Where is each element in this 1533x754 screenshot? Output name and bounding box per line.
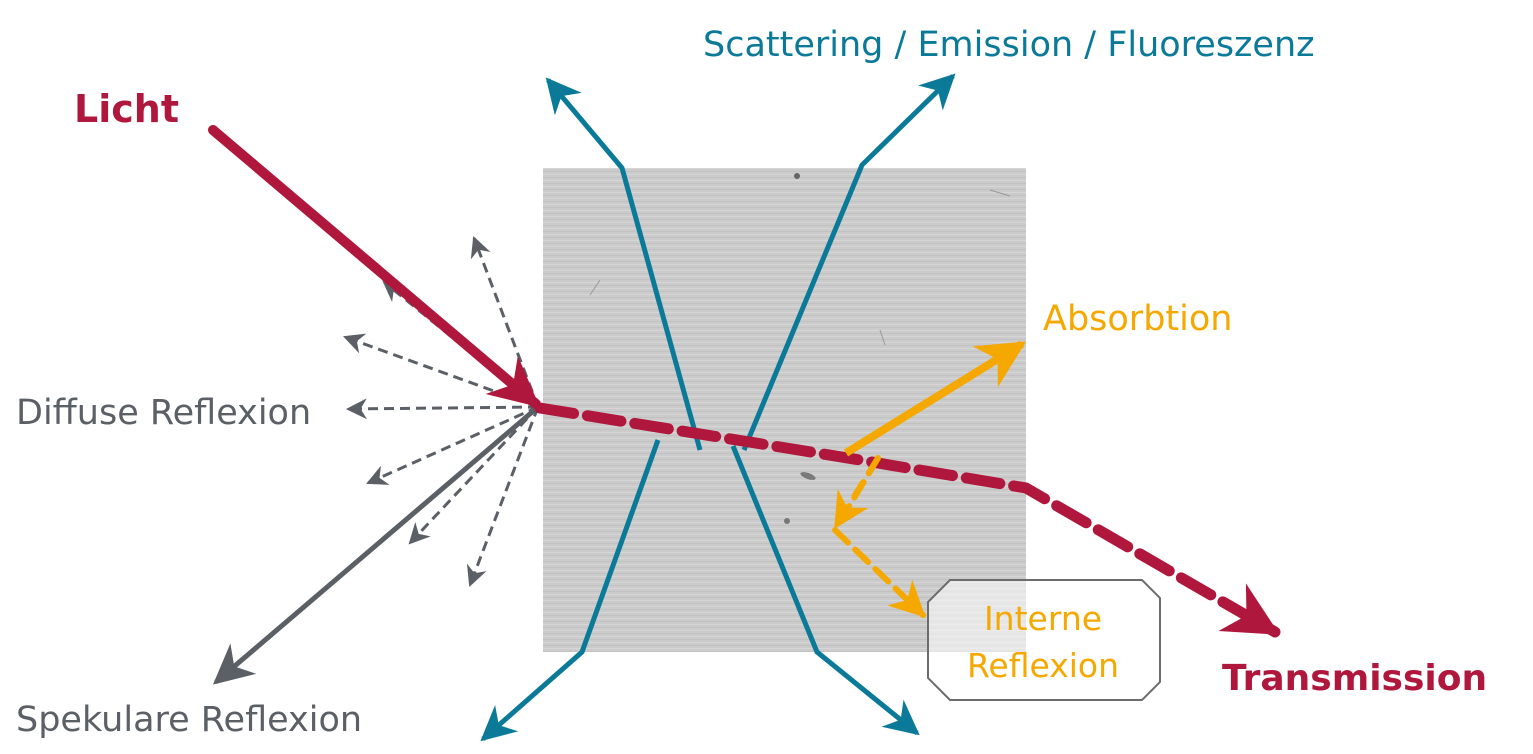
- label-light: Licht: [74, 87, 179, 131]
- label-diffuse-reflection: Diffuse Reflexion: [16, 393, 311, 433]
- label-specular-reflection: Spekulare Reflexion: [16, 700, 362, 740]
- incoming-light-arrow: [208, 125, 541, 409]
- label-scattering: Scattering / Emission / Fluoreszenz: [703, 25, 1315, 65]
- internal-reflection-arrow: [831, 455, 926, 618]
- internal-reflection-box: [927, 579, 1161, 701]
- scatter-arrow-up-left: [545, 77, 703, 451]
- scatter-arrow-up-right: [741, 73, 956, 451]
- label-internal-reflection-line2: Reflexion: [967, 646, 1119, 685]
- label-internal-reflection-line1: Interne: [984, 599, 1102, 638]
- internal-reflection-first-segment: [833, 456, 881, 530]
- scatter-arrow-down-left: [480, 439, 661, 742]
- label-transmission: Transmission: [1222, 658, 1487, 699]
- transmission-arrow: [534, 402, 1281, 638]
- absorption-arrow: [843, 340, 1027, 457]
- label-absorption: Absorbtion: [1043, 299, 1232, 339]
- scattering-arrows: [480, 73, 956, 742]
- scatter-arrow-down-right: [730, 445, 920, 736]
- diffuse-reflection-arrows: [343, 236, 540, 587]
- specular-reflection-arrow: [212, 405, 540, 685]
